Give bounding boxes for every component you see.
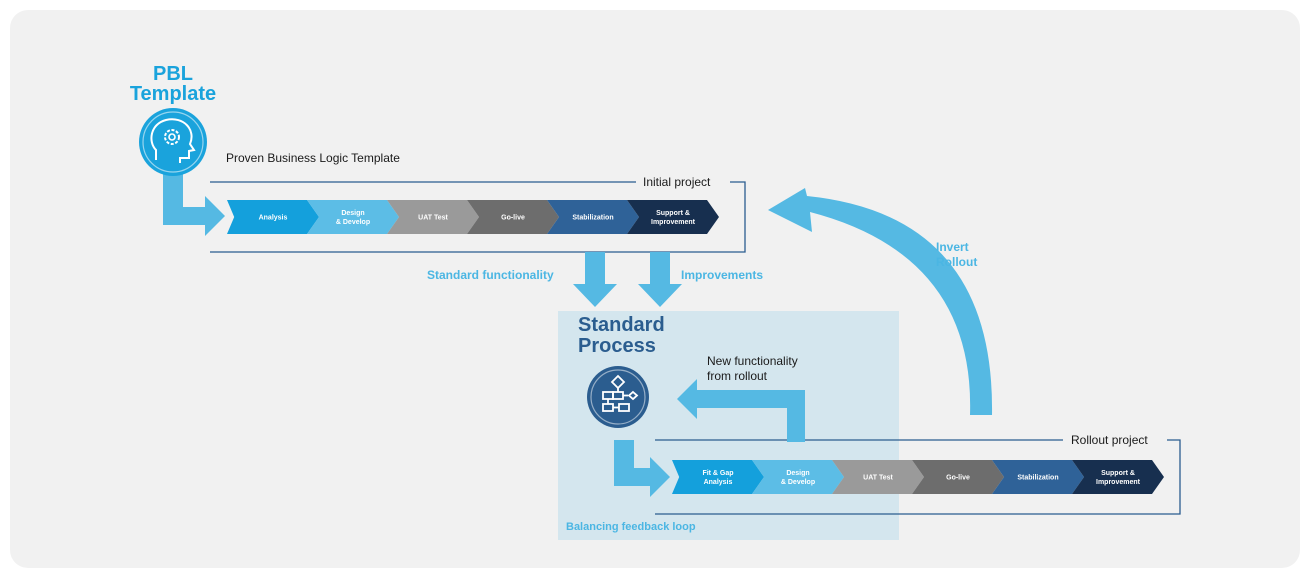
initial-stage-6-label: Improvement [651, 219, 696, 226]
rollout-stage-3-label: UAT Test [863, 475, 893, 482]
rollout-stage-5 [992, 460, 1084, 494]
new-functionality-line2: from rollout [707, 369, 768, 383]
improvements-label: Improvements [681, 268, 764, 282]
balancing-feedback-loop-label: Balancing feedback loop [566, 521, 696, 533]
rollout-stage-2-label: & Develop [781, 479, 815, 486]
head-gear-icon [139, 108, 207, 176]
standard-to-rollout-arrow [614, 440, 670, 497]
initial-stage-4 [467, 200, 559, 234]
invert-rollout-line2: Rollout [936, 255, 978, 269]
rollout-project-label: Rollout project [1071, 433, 1148, 447]
rollout-stage-1-label: Analysis [704, 479, 733, 486]
new-functionality-arrow [677, 379, 805, 442]
pbl-title: PBL Template [128, 64, 218, 104]
standard-process-title-line2: Process [578, 335, 656, 357]
new-functionality-line1: New functionality [707, 354, 798, 368]
initial-stage-2 [307, 200, 399, 234]
initial-stage-3 [387, 200, 479, 234]
initial-stage-6 [627, 200, 719, 234]
pbl-title-line2: Template [129, 83, 217, 105]
initial-stage-5-label: Stabilization [572, 215, 613, 222]
pbl-to-initial-arrow [163, 172, 225, 236]
standard-process-title-line1: Standard [578, 314, 665, 336]
initial-stage-5 [547, 200, 639, 234]
invert-rollout-line1: Invert [936, 240, 969, 254]
standard-process-title: Standard Process [578, 315, 665, 357]
invert-rollout-arrow [768, 188, 993, 415]
initial-stage-1-label: Analysis [259, 215, 288, 222]
rollout-stage-1-label: Fit & Gap [702, 470, 733, 477]
rollout-stage-3 [832, 460, 924, 494]
rollout-stage-2 [752, 460, 844, 494]
initial-stage-1 [227, 200, 319, 234]
initial-project-label: Initial project [643, 175, 711, 189]
initial-stage-2-label: & Develop [336, 219, 370, 226]
standard-functionality-label: Standard functionality [427, 268, 554, 282]
rollout-stage-4-label: Go-live [946, 475, 970, 482]
rollout-stage-6-label: Support & [1101, 470, 1135, 477]
new-functionality-label: New functionality from rollout [707, 354, 798, 384]
initial-project-stages: Analysis Design & Develop UAT Test Go-live St… [227, 200, 719, 234]
rollout-project-bracket [655, 439, 1181, 515]
initial-stage-3-label: UAT Test [418, 215, 448, 222]
initial-stage-6-label: Support & [656, 210, 690, 217]
rollout-stage-2-label: Design [786, 470, 809, 477]
rollout-stage-1 [672, 460, 764, 494]
initial-stage-2-label: Design [341, 210, 364, 217]
pbl-title-line1: PBL [153, 63, 193, 85]
flowchart-icon [587, 366, 649, 428]
rollout-stage-6 [1072, 460, 1164, 494]
rollout-stage-6-label: Improvement [1096, 479, 1141, 486]
rollout-stage-4 [912, 460, 1004, 494]
improvements-arrow [638, 252, 682, 307]
initial-project-bracket [210, 181, 746, 253]
rollout-stage-5-label: Stabilization [1017, 475, 1058, 482]
initial-stage-4-label: Go-live [501, 215, 525, 222]
pbl-subtitle: Proven Business Logic Template [226, 151, 400, 165]
standard-functionality-arrow [573, 252, 617, 307]
invert-rollout-label: Invert Rollout [936, 240, 977, 270]
